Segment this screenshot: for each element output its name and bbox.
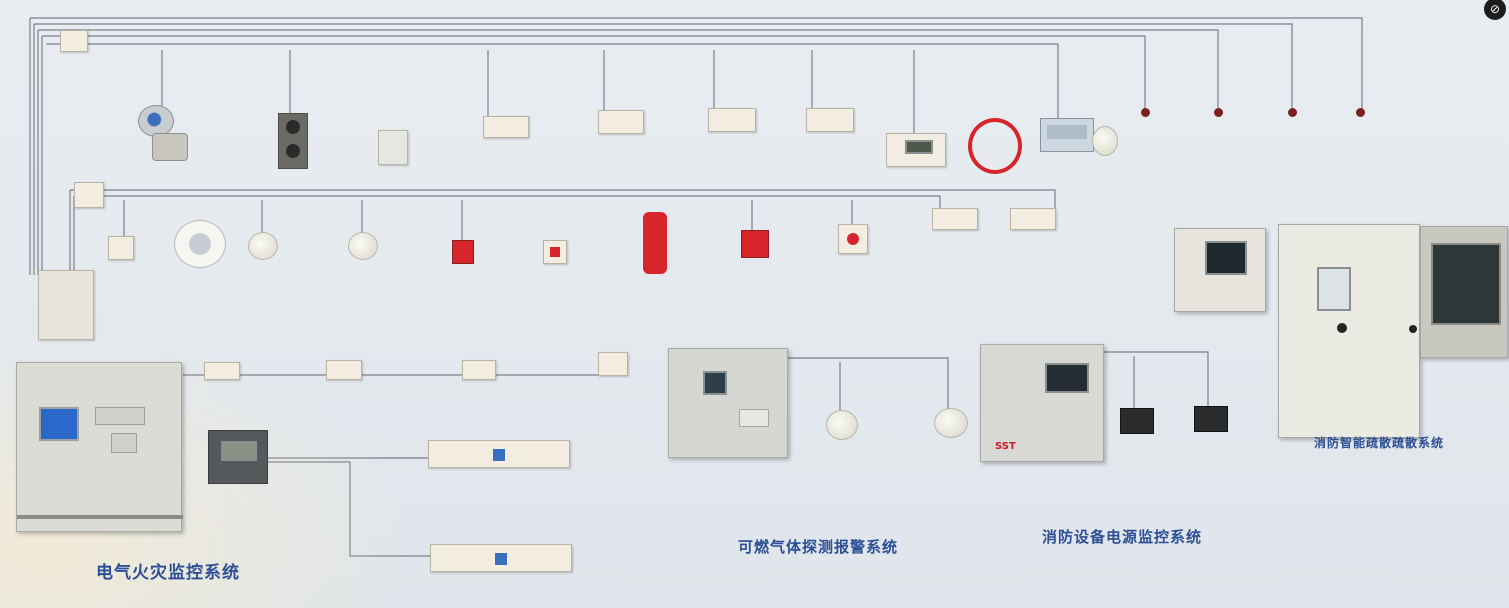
electrical-detector-3 xyxy=(462,360,496,380)
temperature-junction-box xyxy=(1040,118,1094,152)
evac-screen-left xyxy=(1205,241,1247,275)
indicator-dot xyxy=(1288,108,1297,117)
evac-main-cabinet xyxy=(1278,224,1420,438)
panel-brand: SST xyxy=(995,441,1016,452)
fire-telephone xyxy=(643,212,667,274)
input-output-module-mid-left xyxy=(74,182,104,208)
gas-detector-2 xyxy=(934,408,968,438)
module-pair-1 xyxy=(483,116,529,138)
voltage-sensor-1 xyxy=(1120,408,1154,434)
evac-cabinet-display xyxy=(1317,267,1351,311)
residual-current-monitor xyxy=(208,430,268,484)
panel-screen xyxy=(39,407,79,441)
indicator-dot xyxy=(1356,108,1365,117)
module-pair-3 xyxy=(708,108,756,132)
module-pair-4 xyxy=(806,108,854,132)
flame-detector xyxy=(138,105,190,163)
aspirating-detector xyxy=(1092,126,1118,156)
electrical-detector-4 xyxy=(598,352,628,376)
electrical-detector-1 xyxy=(204,362,240,380)
title-evacuation-system: 消防智能疏散疏散系统 xyxy=(1314,436,1445,450)
input-module-top-left xyxy=(60,30,88,52)
heat-detector xyxy=(348,232,378,260)
evac-distribution-cabinet xyxy=(1420,226,1508,358)
gas-detector-1 xyxy=(826,410,858,440)
electrical-fire-monitor-panel xyxy=(16,362,183,532)
fire-control-unit xyxy=(38,270,94,340)
gas-panel-screen xyxy=(703,371,727,395)
ceiling-speaker xyxy=(174,220,226,268)
module-mid-1 xyxy=(108,236,134,260)
module-pair-6 xyxy=(1010,208,1056,230)
indicator-dot xyxy=(1141,108,1150,117)
corner-edit-icon[interactable]: ⊘ xyxy=(1484,0,1506,20)
indicator-dot xyxy=(1214,108,1223,117)
fire-display-panel-small xyxy=(886,133,946,167)
power-panel-screen xyxy=(1045,363,1089,393)
evac-controller-left xyxy=(1174,228,1266,312)
title-power-monitor-system: 消防设备电源监控系统 xyxy=(1042,528,1203,546)
sound-light-alarm xyxy=(838,224,868,254)
hydrant-button xyxy=(543,240,567,264)
smoke-detector xyxy=(248,232,278,260)
title-electrical-fire-system: 电气火灾监控系统 xyxy=(96,563,240,583)
manual-alarm-button-2 xyxy=(741,230,769,258)
linear-beam-reflector xyxy=(378,130,408,165)
voltage-sensor-2 xyxy=(1194,406,1228,432)
current-transformer-rail-2 xyxy=(430,544,572,572)
electrical-detector-2 xyxy=(326,360,362,380)
module-pair-2 xyxy=(598,110,644,134)
linear-heat-cable xyxy=(968,118,1022,174)
beam-smoke-detector xyxy=(278,113,308,169)
module-pair-5 xyxy=(932,208,978,230)
manual-call-point xyxy=(452,240,474,264)
power-monitor-panel: SST xyxy=(980,344,1104,462)
current-transformer-rail-1 xyxy=(428,440,570,468)
title-combustible-gas-system: 可燃气体探测报警系统 xyxy=(738,538,899,556)
gas-alarm-controller xyxy=(668,348,788,458)
